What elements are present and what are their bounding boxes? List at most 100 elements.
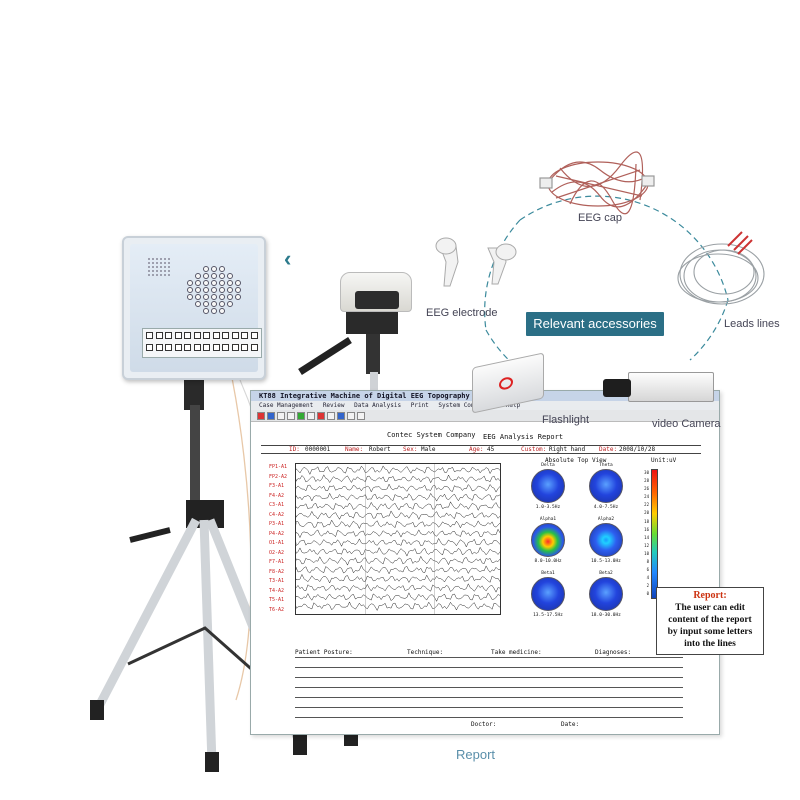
electrode-socket <box>235 294 241 300</box>
menu-data-analysis[interactable]: Data Analysis <box>354 402 402 409</box>
name-label: Name: <box>345 446 364 453</box>
input-port <box>231 332 239 339</box>
posture-field[interactable]: Patient Posture: <box>295 649 353 656</box>
doctor-field[interactable]: Doctor: <box>471 721 497 728</box>
filter-button[interactable] <box>347 412 355 420</box>
settings-button[interactable] <box>357 412 365 420</box>
leads-lines-image <box>677 231 765 305</box>
eeg-waveforms <box>295 463 501 615</box>
record-button[interactable] <box>257 412 265 420</box>
eeg-trace <box>296 492 500 502</box>
menu-system-configure[interactable]: System Configure <box>438 402 497 409</box>
electrode-socket <box>219 301 225 307</box>
speaker-grille-hole <box>152 270 154 272</box>
leads-lines-label: Leads lines <box>724 318 780 330</box>
save-button[interactable] <box>277 412 285 420</box>
channel-label: F3-A1 <box>269 483 285 489</box>
callout-line: into the lines <box>684 639 736 649</box>
patient-info-row: ID: 0000001 Name: Robert Sex: Male Age: … <box>261 445 701 454</box>
date-field[interactable]: Date: <box>561 721 580 728</box>
topo-label: Alpha1 <box>539 517 557 522</box>
eeg-trace <box>296 483 500 493</box>
color-scale-tick: 12 <box>644 542 649 548</box>
report-callout: Report: The user can edit content of the… <box>656 587 764 655</box>
speaker-grille-hole <box>148 258 150 260</box>
print-button[interactable] <box>287 412 295 420</box>
eeg-report: Contec System Company EEG Analysis Repor… <box>251 423 719 734</box>
color-scale-tick: 24 <box>644 494 649 500</box>
speaker-grille-hole <box>156 258 158 260</box>
topo-range: 18.0-30.0Hz <box>591 613 621 618</box>
name-value[interactable]: Robert <box>369 446 391 453</box>
report-line[interactable] <box>295 697 683 698</box>
report-line[interactable] <box>295 657 683 658</box>
electrode-socket <box>187 287 193 293</box>
speaker-grille-hole <box>164 274 166 276</box>
age-value[interactable]: 45 <box>487 446 495 453</box>
channel-label: O1-A1 <box>269 540 285 546</box>
open-button[interactable] <box>267 412 275 420</box>
delete-button[interactable] <box>317 412 325 420</box>
speaker-grille-hole <box>164 262 166 264</box>
electrode-socket <box>211 266 217 272</box>
topo-label: Beta2 <box>599 571 613 576</box>
play-button[interactable] <box>297 412 305 420</box>
report-line[interactable] <box>295 677 683 678</box>
input-port <box>184 344 191 351</box>
speaker-grille-hole <box>156 274 158 276</box>
input-port <box>165 344 172 351</box>
speaker-grille-hole <box>152 274 154 276</box>
callout-title: Report: <box>693 590 727 601</box>
diagnose-field[interactable]: Diagnoses: <box>595 649 632 656</box>
speaker-grille-hole <box>164 270 166 272</box>
electrode-socket <box>211 273 217 279</box>
electrode-socket <box>211 308 217 314</box>
speaker-grille-hole <box>156 266 158 268</box>
speaker-grille-hole <box>168 258 170 260</box>
color-scale-tick: 2 <box>646 583 649 589</box>
date-value[interactable]: 2008/10/28 <box>619 446 656 453</box>
speaker-grille-hole <box>160 274 162 276</box>
report-line[interactable] <box>295 667 683 668</box>
menu-help[interactable]: Help <box>505 402 521 409</box>
topo-map-alpha2 <box>589 523 623 557</box>
stop-button[interactable] <box>307 412 315 420</box>
ring-arc-top <box>519 195 729 301</box>
photic-camera-image <box>340 272 412 312</box>
sex-value[interactable]: Male <box>421 446 436 453</box>
topo-button[interactable] <box>337 412 345 420</box>
input-port <box>241 332 248 339</box>
date-label: Date: <box>599 446 618 453</box>
electrode-socket <box>219 308 225 314</box>
electrode-socket <box>203 273 209 279</box>
input-port <box>193 344 201 351</box>
report-line[interactable] <box>295 687 683 688</box>
eeg-electrode-label: EEG electrode <box>426 307 498 319</box>
flashlight-logo-icon <box>499 375 513 391</box>
eeg-cap-image <box>539 151 655 215</box>
channel-label: F7-A1 <box>269 559 285 565</box>
electrode-socket <box>235 287 241 293</box>
input-port <box>146 344 153 351</box>
electrode-socket <box>195 301 201 307</box>
speaker-grille-hole <box>156 262 158 264</box>
id-value[interactable]: 0000001 <box>305 446 331 453</box>
callout-line: content of the report <box>668 615 752 625</box>
report-line[interactable] <box>295 717 683 718</box>
color-scale-bar <box>651 469 658 599</box>
menu-print[interactable]: Print <box>410 402 429 409</box>
zoom-button[interactable] <box>327 412 335 420</box>
electrode-socket <box>187 294 193 300</box>
custom-value[interactable]: Right hand <box>549 446 586 453</box>
speaker-grille-hole <box>148 266 150 268</box>
electrode-socket <box>227 280 233 286</box>
medicine-field[interactable]: Take medicine: <box>491 649 542 656</box>
menu-review[interactable]: Review <box>322 402 345 409</box>
electrode-socket <box>187 280 193 286</box>
menu-case-management[interactable]: Case Management <box>259 402 314 409</box>
report-line[interactable] <box>295 707 683 708</box>
channel-label: T5-A1 <box>269 597 285 603</box>
technique-field[interactable]: Technique: <box>407 649 444 656</box>
callout-line: by input some letters <box>667 627 753 637</box>
